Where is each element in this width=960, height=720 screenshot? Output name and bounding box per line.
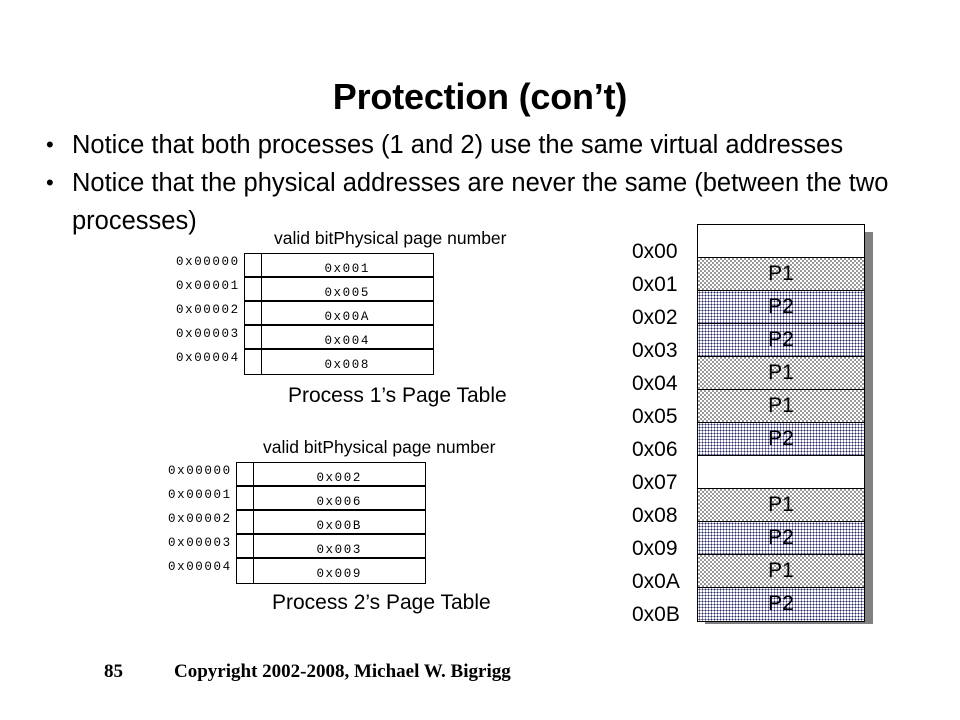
physical-page-number-cell: 0x006 bbox=[316, 495, 362, 509]
page-title: Protection (con’t) bbox=[332, 76, 628, 117]
memory-address-label: 0x05 bbox=[632, 405, 678, 428]
valid-bit-cell bbox=[245, 350, 262, 374]
valid-bit-cell bbox=[237, 463, 254, 485]
bullet-item: • Notice that the physical addresses are… bbox=[36, 164, 936, 240]
table-row: 0x001 bbox=[244, 254, 433, 278]
table-row: 0x00B bbox=[236, 511, 425, 535]
memory-address-label: 0x00 bbox=[632, 240, 678, 263]
memory-address-label: 0x07 bbox=[632, 471, 678, 494]
memory-block bbox=[698, 456, 864, 489]
table-row: 0x006 bbox=[236, 487, 425, 511]
valid-bit-cell bbox=[245, 278, 262, 300]
virtual-address-label: 0x00000 bbox=[176, 255, 240, 269]
virtual-address-label: 0x00002 bbox=[176, 303, 240, 317]
memory-block: P1 bbox=[698, 357, 864, 390]
virtual-address-label: 0x00004 bbox=[176, 351, 240, 365]
physical-page-number-cell: 0x008 bbox=[324, 358, 370, 372]
bullet-text: Notice that both processes (1 and 2) use… bbox=[72, 131, 844, 159]
memory-address-label: 0x0B bbox=[632, 603, 680, 626]
physical-page-number-cell: 0x004 bbox=[324, 334, 370, 348]
physical-page-number-cell: 0x005 bbox=[324, 286, 370, 300]
memory-block: P2 bbox=[698, 291, 864, 324]
valid-bit-cell bbox=[237, 535, 254, 557]
table-row: 0x004 bbox=[244, 326, 433, 350]
valid-bit-cell bbox=[237, 511, 254, 533]
virtual-address-label: 0x00004 bbox=[168, 560, 232, 574]
virtual-address-label: 0x00001 bbox=[168, 488, 232, 502]
virtual-address-label: 0x00001 bbox=[176, 279, 240, 293]
virtual-address-column: 0x00000 0x00001 0x00002 0x00003 0x00004 bbox=[168, 459, 236, 579]
page-table-body: 0x00000 0x00001 0x00002 0x00003 0x00004 … bbox=[168, 459, 426, 584]
physical-page-number-cell: 0x009 bbox=[316, 567, 362, 581]
page-table-grid: 0x001 0x005 0x00A 0x004 0x008 bbox=[243, 253, 434, 375]
virtual-address-column: 0x00000 0x00001 0x00002 0x00003 0x00004 bbox=[176, 250, 244, 370]
page-table-column-header: valid bitPhysical page number bbox=[263, 437, 496, 457]
virtual-address-label: 0x00003 bbox=[168, 536, 232, 550]
table-row: 0x00A bbox=[244, 302, 433, 326]
memory-block: P1 bbox=[698, 555, 864, 588]
bullet-list: • Notice that both processes (1 and 2) u… bbox=[36, 126, 936, 240]
bullet-item: • Notice that both processes (1 and 2) u… bbox=[36, 126, 936, 164]
memory-address-label: 0x09 bbox=[632, 537, 678, 560]
physical-page-number-cell: 0x00B bbox=[316, 519, 362, 533]
memory-address-label: 0x03 bbox=[632, 339, 678, 362]
table-row: 0x002 bbox=[236, 463, 425, 487]
virtual-address-label: 0x00003 bbox=[176, 327, 240, 341]
memory-address-label: 0x06 bbox=[632, 438, 678, 461]
memory-block: P1 bbox=[698, 489, 864, 522]
physical-page-number-cell: 0x001 bbox=[324, 262, 370, 276]
memory-address-label: 0x01 bbox=[632, 273, 678, 296]
memory-address-column: 0x00 0x01 0x02 0x03 0x04 0x05 0x06 0x07 … bbox=[632, 224, 696, 626]
memory-block: P1 bbox=[698, 258, 864, 291]
page-number: 85 bbox=[104, 661, 123, 682]
table-row: 0x005 bbox=[244, 278, 433, 302]
memory-address-label: 0x02 bbox=[632, 306, 678, 329]
bullet-text: Notice that the physical addresses are n… bbox=[72, 169, 889, 235]
bullet-marker-icon: • bbox=[46, 132, 54, 157]
valid-bit-cell bbox=[237, 487, 254, 509]
memory-block: P1 bbox=[698, 390, 864, 423]
bullet-marker-icon: • bbox=[46, 170, 54, 195]
valid-bit-cell bbox=[245, 326, 262, 348]
memory-address-label: 0x08 bbox=[632, 504, 678, 527]
valid-bit-cell bbox=[245, 254, 262, 276]
memory-block-column: P1 P2 P2 P1 P1 P2 P1 P2 P1 P2 bbox=[697, 224, 865, 622]
virtual-address-label: 0x00000 bbox=[168, 464, 232, 478]
process-2-page-table-caption: Process 2’s Page Table bbox=[272, 591, 491, 614]
physical-page-number-cell: 0x002 bbox=[316, 471, 362, 485]
page-table-column-header: valid bitPhysical page number bbox=[274, 228, 507, 248]
table-row: 0x003 bbox=[236, 535, 425, 559]
copyright-notice: Copyright 2002-2008, Michael W. Bigrigg bbox=[174, 661, 511, 682]
physical-page-number-cell: 0x003 bbox=[316, 543, 362, 557]
memory-address-label: 0x0A bbox=[632, 570, 680, 593]
valid-bit-cell bbox=[245, 302, 262, 324]
memory-block: P2 bbox=[698, 588, 864, 621]
physical-page-number-cell: 0x00A bbox=[324, 310, 370, 324]
memory-address-label: 0x04 bbox=[632, 372, 678, 395]
valid-bit-cell bbox=[237, 559, 254, 583]
table-row: 0x008 bbox=[245, 350, 433, 374]
memory-block bbox=[698, 225, 864, 258]
memory-block: P2 bbox=[698, 423, 864, 456]
process-1-page-table-caption: Process 1’s Page Table bbox=[288, 384, 507, 407]
memory-block: P2 bbox=[698, 324, 864, 357]
page-table-body: 0x00000 0x00001 0x00002 0x00003 0x00004 … bbox=[176, 250, 434, 375]
memory-block: P2 bbox=[698, 522, 864, 555]
table-row: 0x009 bbox=[237, 559, 425, 583]
page-table-grid: 0x002 0x006 0x00B 0x003 0x009 bbox=[235, 462, 426, 584]
virtual-address-label: 0x00002 bbox=[168, 512, 232, 526]
